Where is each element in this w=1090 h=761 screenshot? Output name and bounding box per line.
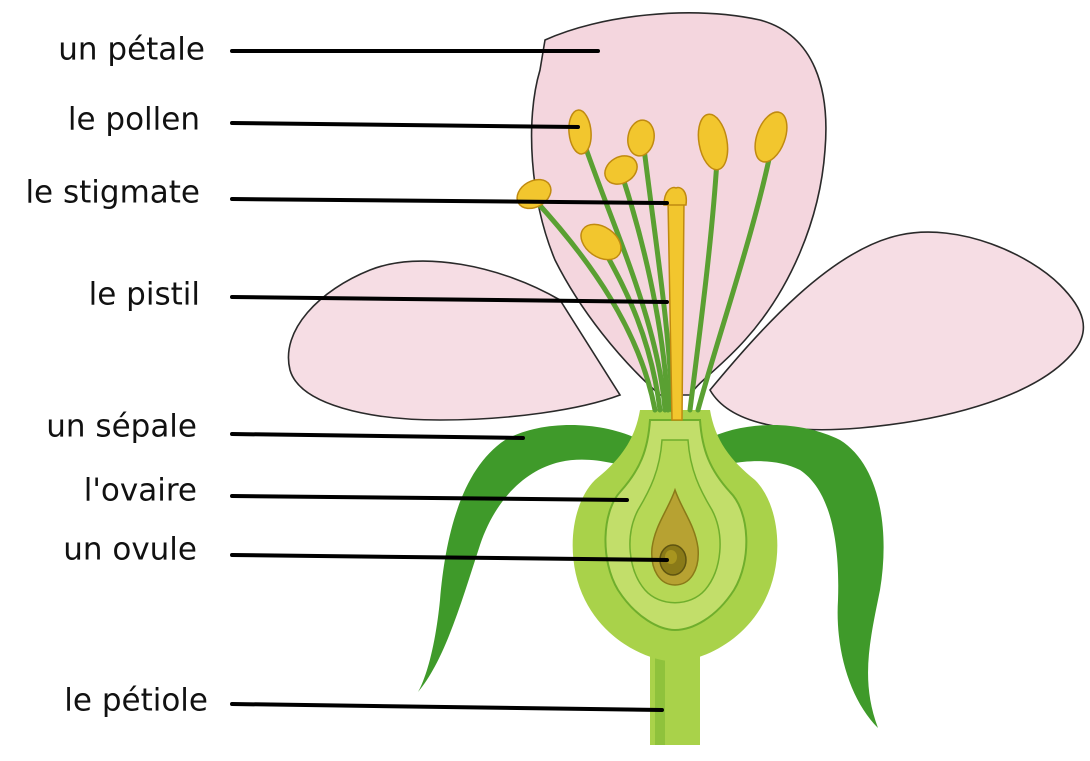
leader-ovary — [232, 496, 627, 500]
petals — [288, 13, 1083, 430]
label-sepal: un sépale — [46, 409, 197, 445]
leader-stem — [232, 704, 662, 710]
label-petal: un pétale — [58, 32, 205, 68]
label-pistil: le pistil — [89, 277, 200, 313]
label-ovule: un ovule — [63, 532, 197, 568]
label-ovary: l'ovaire — [84, 473, 197, 509]
label-pollen: le pollen — [68, 102, 200, 138]
labels: un pétale le pollen le stigmate le pisti… — [25, 32, 208, 719]
label-stem: le pétiole — [64, 683, 208, 719]
leader-pollen — [232, 123, 578, 127]
leader-sepal — [232, 434, 523, 438]
label-stigma: le stigmate — [25, 175, 200, 211]
